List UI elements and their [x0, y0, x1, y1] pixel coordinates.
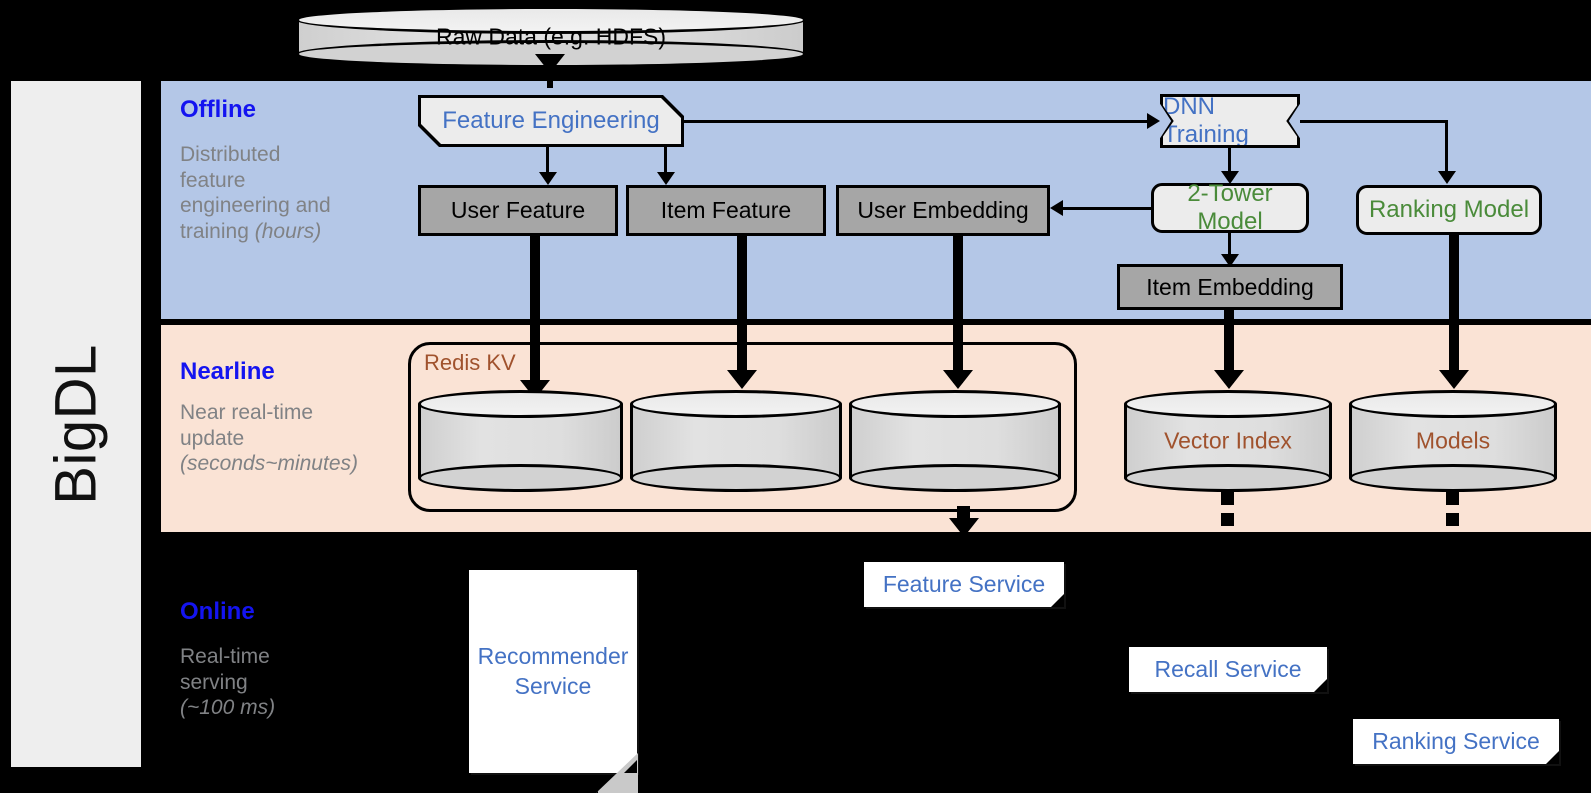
online-band-title: Online: [180, 598, 255, 625]
cylinder-top: [418, 390, 623, 418]
arrowhead-twotower-userembedding: [1050, 200, 1063, 216]
connector-dnn-ranking-h: [1300, 120, 1448, 123]
dnn-training-node[interactable]: DNN Training: [1160, 94, 1300, 148]
user-embedding-node[interactable]: User Embedding: [836, 185, 1050, 236]
nearline-sub-1: Near real-time: [180, 401, 314, 424]
cylinder-top: [849, 390, 1061, 418]
cylinder-top: [630, 390, 842, 418]
connector-rawdata-fe: [547, 68, 553, 88]
feature-engineering-label: Feature Engineering: [442, 107, 660, 134]
arrowhead-fe-itemfeature: [657, 172, 675, 185]
user-feature-node[interactable]: User Feature: [418, 185, 618, 236]
recall-service-node[interactable]: Recall Service: [1129, 647, 1327, 692]
arrowhead-dnn-twotower: [1221, 171, 1239, 184]
connector-fe-itemfeature: [664, 147, 667, 177]
recommender-service-node[interactable]: Recommender Service: [469, 570, 638, 793]
connector-fe-dnn: [684, 120, 1149, 123]
online-band-subtitle: Real-time serving (~100 ms): [180, 644, 400, 721]
nearline-sub-2: update: [180, 426, 245, 450]
recommender-service-label-line1: Recommender: [477, 642, 629, 669]
feature-engineering-node[interactable]: Feature Engineering: [418, 95, 684, 147]
offline-band-subtitle: Distributed feature engineering and trai…: [180, 142, 390, 244]
nearline-sub-emphasis: (seconds~minutes): [180, 452, 358, 476]
link-dot-redis-featureservice: [957, 506, 970, 519]
cylinder-bottom: [1349, 464, 1557, 492]
link-dot-models-1: [1446, 492, 1459, 505]
models-label: Models: [1415, 427, 1491, 454]
vector-index-cylinder[interactable]: Vector Index: [1124, 390, 1332, 492]
arrowhead-rankingmodel-models: [1439, 370, 1469, 389]
redis-kv-group: [408, 342, 1077, 512]
vector-index-label: Vector Index: [1164, 427, 1292, 454]
offline-sub-emphasis: (hours): [254, 219, 322, 243]
ranking-model-node[interactable]: Ranking Model: [1356, 185, 1542, 235]
offline-band-title: Offline: [180, 96, 256, 123]
store-user-embedding-cylinder[interactable]: [849, 390, 1061, 492]
connector-twotower-itemembedding: [1228, 233, 1231, 259]
store-user-feature-cylinder[interactable]: [418, 390, 623, 492]
online-sub-2: serving: [180, 670, 248, 694]
offline-sub-3: engineering and: [180, 194, 331, 218]
arrowhead-rawdata-fe: [535, 54, 565, 73]
nearline-band-title: Nearline: [180, 358, 275, 385]
pipe-userfeature-store: [530, 236, 540, 394]
nearline-band-subtitle: Near real-time update (seconds~minutes): [180, 400, 415, 477]
connector-dnn-ranking-v: [1445, 120, 1448, 176]
pipe-itemfeature-store: [737, 236, 747, 383]
arrowhead-twotower-itemembedding: [1221, 254, 1239, 267]
item-feature-label: Item Feature: [660, 197, 792, 223]
raw-data-cylinder: Raw Data (e.g. HDFS): [296, 6, 806, 68]
bigdl-framework-rail: BigDL: [8, 78, 144, 770]
arrowhead-fe-dnn: [1147, 113, 1160, 129]
recall-service-label: Recall Service: [1154, 656, 1302, 682]
connector-fe-userfeature: [546, 147, 549, 177]
arrowhead-dnn-ranking: [1438, 171, 1456, 184]
models-cylinder[interactable]: Models: [1349, 390, 1557, 492]
cylinder-bottom: [849, 464, 1061, 492]
cylinder-top: [296, 6, 806, 34]
two-tower-model-label: 2-Tower Model: [1187, 180, 1273, 235]
redis-kv-label: Redis KV: [424, 350, 516, 375]
cylinder-top: [1349, 390, 1557, 418]
pipe-rankingmodel-models: [1449, 235, 1459, 383]
item-embedding-label: Item Embedding: [1146, 273, 1314, 300]
user-embedding-label: User Embedding: [857, 197, 1029, 223]
item-embedding-node[interactable]: Item Embedding: [1117, 264, 1343, 310]
link-dot-vectorindex-2: [1221, 513, 1234, 526]
cylinder-bottom: [630, 464, 842, 492]
cylinder-bottom: [1124, 464, 1332, 492]
raw-data-label: Raw Data (e.g. HDFS): [435, 23, 667, 50]
ranking-service-label: Ranking Service: [1372, 728, 1540, 754]
ranking-model-label: Ranking Model: [1368, 196, 1530, 223]
feature-service-node[interactable]: Feature Service: [864, 562, 1064, 607]
online-sub-emphasis: (~100 ms): [180, 696, 276, 720]
link-dot-vectorindex-1: [1221, 492, 1234, 505]
connector-twotower-userembedding: [1063, 207, 1153, 210]
ranking-service-node[interactable]: Ranking Service: [1353, 719, 1559, 764]
bigdl-label: BigDL: [43, 343, 109, 505]
link-dot-models-2: [1446, 513, 1459, 526]
two-tower-model-node[interactable]: 2-Tower Model: [1151, 180, 1309, 235]
arrowhead-itemfeature-store: [727, 370, 757, 389]
cylinder-bottom: [418, 464, 623, 492]
arrowhead-fe-userfeature: [539, 172, 557, 185]
cylinder-top: [1124, 390, 1332, 418]
offline-sub-4: training: [180, 219, 249, 243]
pipe-itemembedding-vectorindex: [1224, 310, 1234, 383]
recommender-service-label-line2: Service: [514, 672, 592, 699]
arrowhead-redis-featureservice: [949, 518, 979, 537]
online-sub-1: Real-time: [180, 645, 270, 668]
offline-sub-1: Distributed: [180, 143, 281, 166]
connector-dnn-twotower: [1228, 148, 1231, 176]
store-item-feature-cylinder[interactable]: [630, 390, 842, 492]
pipe-userembedding-store: [953, 236, 963, 383]
arrowhead-userembedding-store: [943, 370, 973, 389]
offline-sub-2: feature: [180, 168, 246, 192]
arrowhead-itemembedding-vectorindex: [1214, 370, 1244, 389]
item-feature-node[interactable]: Item Feature: [626, 185, 826, 236]
feature-service-label: Feature Service: [882, 571, 1046, 597]
user-feature-label: User Feature: [450, 197, 586, 223]
dnn-training-label: DNN Training: [1163, 93, 1249, 148]
